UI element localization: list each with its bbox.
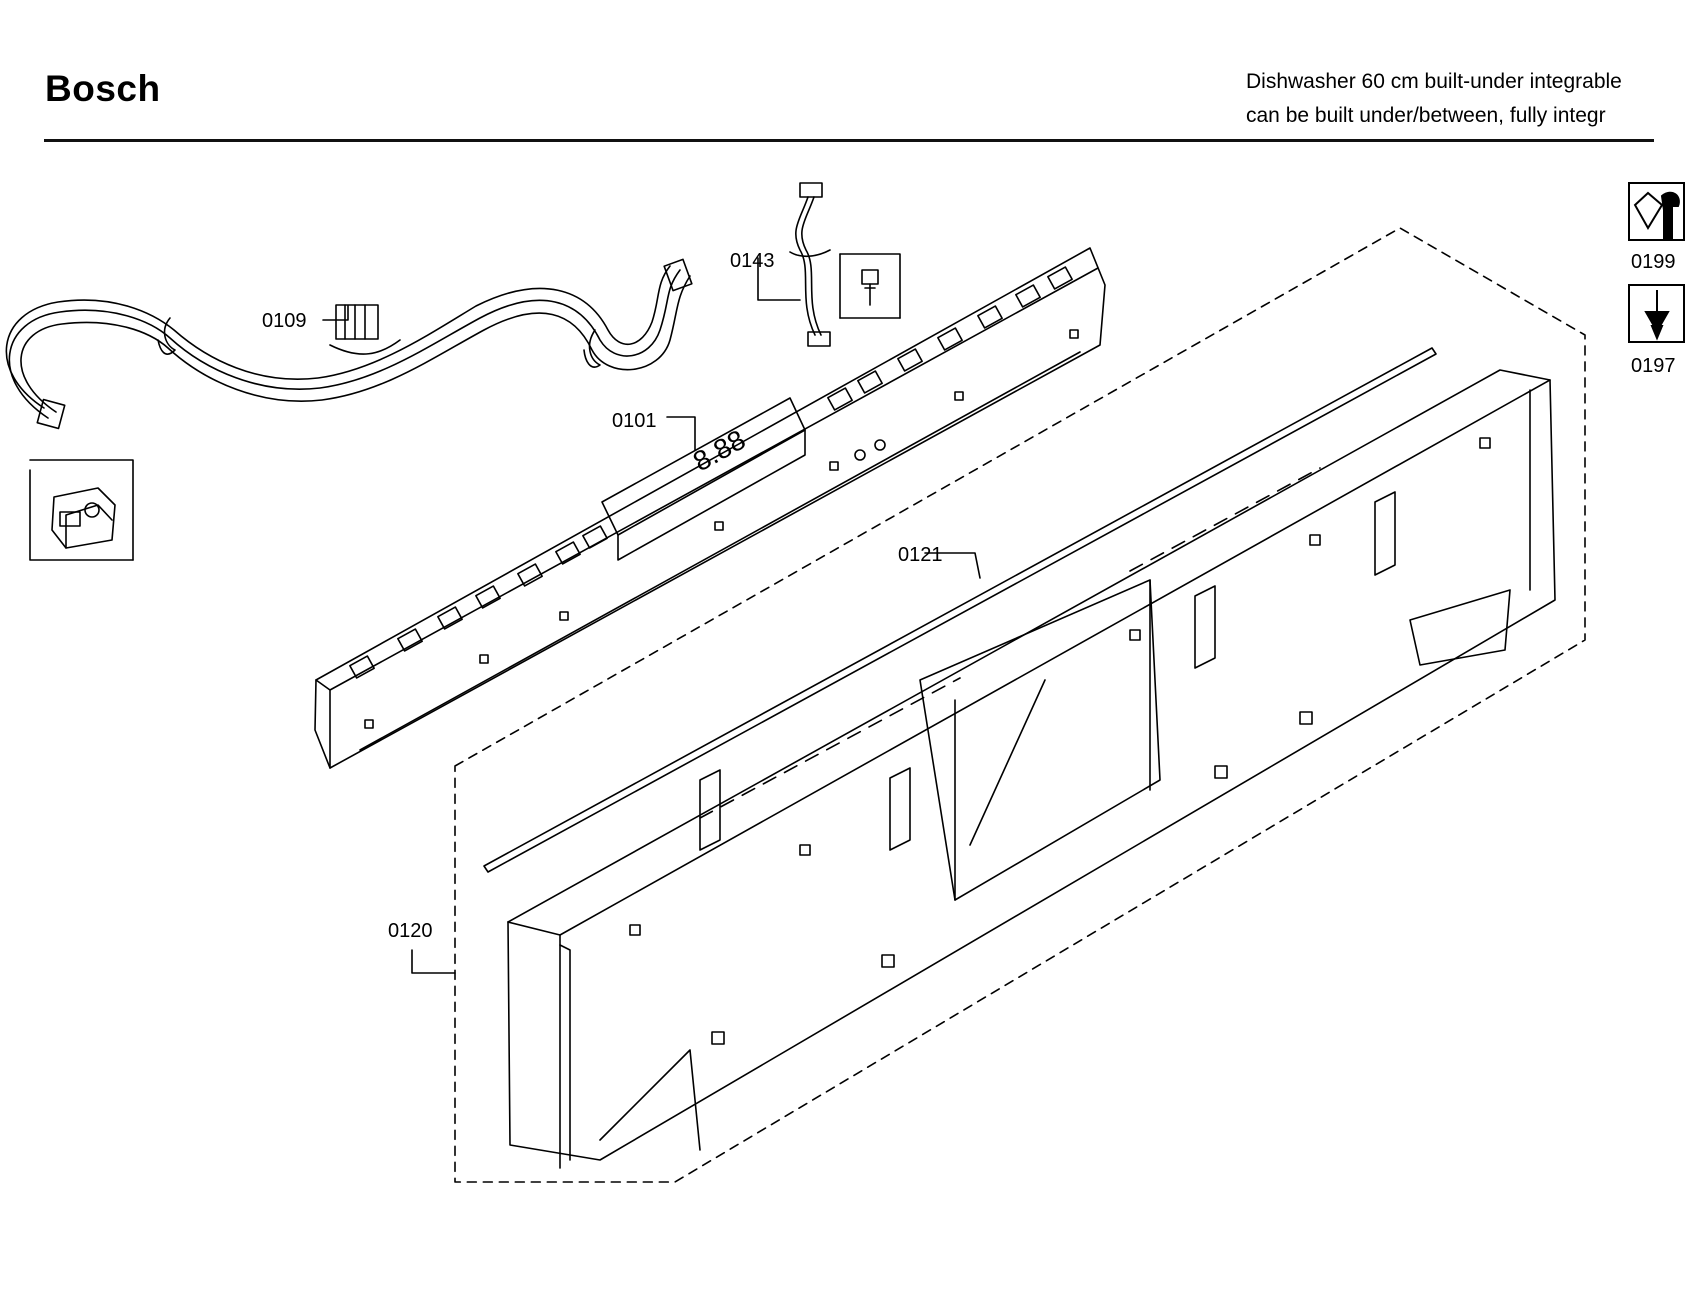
callout-0143: 0143 (730, 250, 775, 272)
seal-strip[interactable] (483, 347, 1437, 873)
tool-label-0199: 0199 (1631, 251, 1676, 273)
header-rule (44, 139, 1654, 142)
callout-0120: 0120 (388, 920, 433, 942)
tool-screwdriver (1628, 284, 1685, 343)
wrench-icon (1633, 191, 1664, 230)
callout-0121: 0121 (898, 544, 943, 566)
tool-wrench (1628, 182, 1685, 241)
display-readout: 8.88 (688, 424, 751, 478)
connector-detail-inset (29, 459, 134, 561)
screwdriver-icon (1644, 290, 1670, 341)
control-module[interactable] (314, 247, 1106, 769)
callout-0101: 0101 (612, 410, 657, 432)
model-description-line1: Dishwasher 60 cm built-under integrable (1246, 70, 1622, 93)
wire-harness[interactable] (5, 258, 693, 430)
brand-title: Bosch (45, 68, 161, 109)
tool-label-0197: 0197 (1631, 355, 1676, 377)
callout-0109: 0109 (262, 310, 307, 332)
model-description-line2: can be built under/between, fully integr (1246, 104, 1606, 127)
panel-assembly[interactable] (507, 369, 1556, 1169)
sensor-lead[interactable] (757, 182, 901, 347)
assembly-group-outline (454, 227, 1586, 1183)
